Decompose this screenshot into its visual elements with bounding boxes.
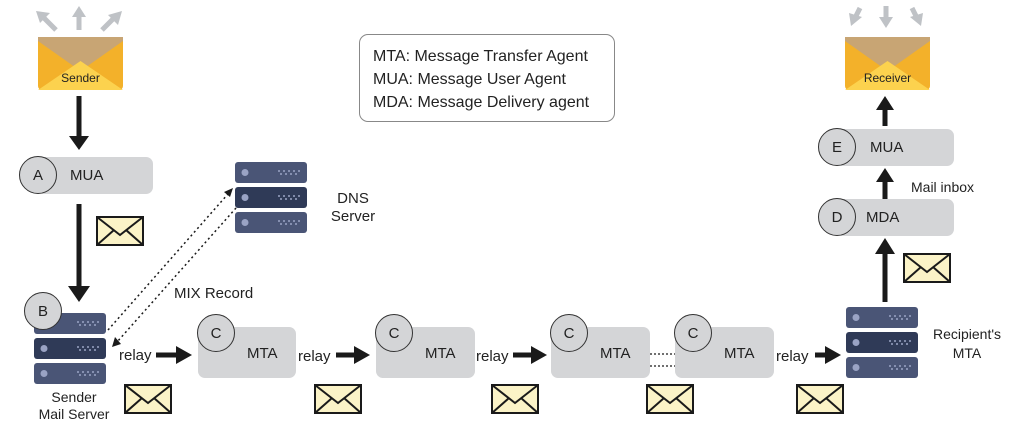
mail-icon (96, 216, 144, 246)
dns-down-arrowhead (112, 337, 121, 347)
mta-badge-1: C (197, 314, 235, 352)
receiver-label: Receiver (863, 71, 912, 85)
legend-line-mta: MTA: Message Transfer Agent (373, 48, 588, 65)
relay-label: relay (776, 348, 809, 365)
receiver-mua-label: MUA (870, 139, 904, 156)
receiver-burst-arrows (849, 6, 923, 28)
recipient-mta-label-line1: Recipient's (932, 326, 1002, 342)
mail-inbox-label: Mail inbox (911, 179, 975, 195)
mail-icon (124, 384, 172, 414)
mail-icon (796, 384, 844, 414)
receiver-envelope-icon (845, 37, 930, 90)
mta-label-4: MTA (724, 345, 755, 362)
dns-server-icon (235, 162, 307, 234)
sender-server-badge: B (24, 292, 62, 330)
mta-label-3: MTA (600, 345, 631, 362)
receiver-mua-badge: E (818, 128, 856, 166)
dns-up-arrowhead (224, 188, 233, 197)
recipient-mta-label-line2: MTA (952, 345, 982, 361)
mta-badge-2: C (375, 314, 413, 352)
sender-label: Sender (61, 71, 100, 85)
mta-label-1: MTA (247, 345, 278, 362)
legend-box: MTA: Message Transfer Agent MUA: Message… (359, 34, 615, 122)
sender-mua-label: MUA (70, 167, 104, 184)
mta-label-2: MTA (425, 345, 456, 362)
mail-icon (314, 384, 362, 414)
sender-envelope-icon (38, 37, 123, 90)
relay-arrows (156, 346, 841, 364)
legend-line-mua: MUA: Message User Agent (373, 71, 566, 88)
relay-label: relay (476, 348, 509, 365)
mail-icon (903, 253, 951, 283)
sender-server-caption-line1: Sender (51, 389, 97, 405)
mail-icon (491, 384, 539, 414)
mta-dotted-link (650, 353, 676, 367)
relay-label: relay (119, 347, 152, 364)
mail-icon (646, 384, 694, 414)
mix-record-label: MIX Record (174, 285, 254, 302)
receiver-flow-arrows (875, 96, 895, 302)
sender-burst-arrows (36, 6, 122, 32)
sender-flow-arrows (68, 96, 90, 302)
mda-badge: D (818, 198, 856, 236)
dns-label-line1: DNS (337, 190, 369, 207)
sender-mua-badge: A (19, 156, 57, 194)
recipient-server-icon (846, 307, 918, 379)
mta-badge-3: C (550, 314, 588, 352)
mta-badge-4: C (674, 314, 712, 352)
mda-label: MDA (866, 209, 900, 226)
relay-label: relay (298, 348, 331, 365)
dns-dotted-links (107, 193, 237, 343)
dns-label-line2: Server (330, 208, 376, 225)
legend-line-mda: MDA: Message Delivery agent (373, 94, 590, 111)
sender-server-caption-line2: Mail Server (38, 406, 110, 422)
